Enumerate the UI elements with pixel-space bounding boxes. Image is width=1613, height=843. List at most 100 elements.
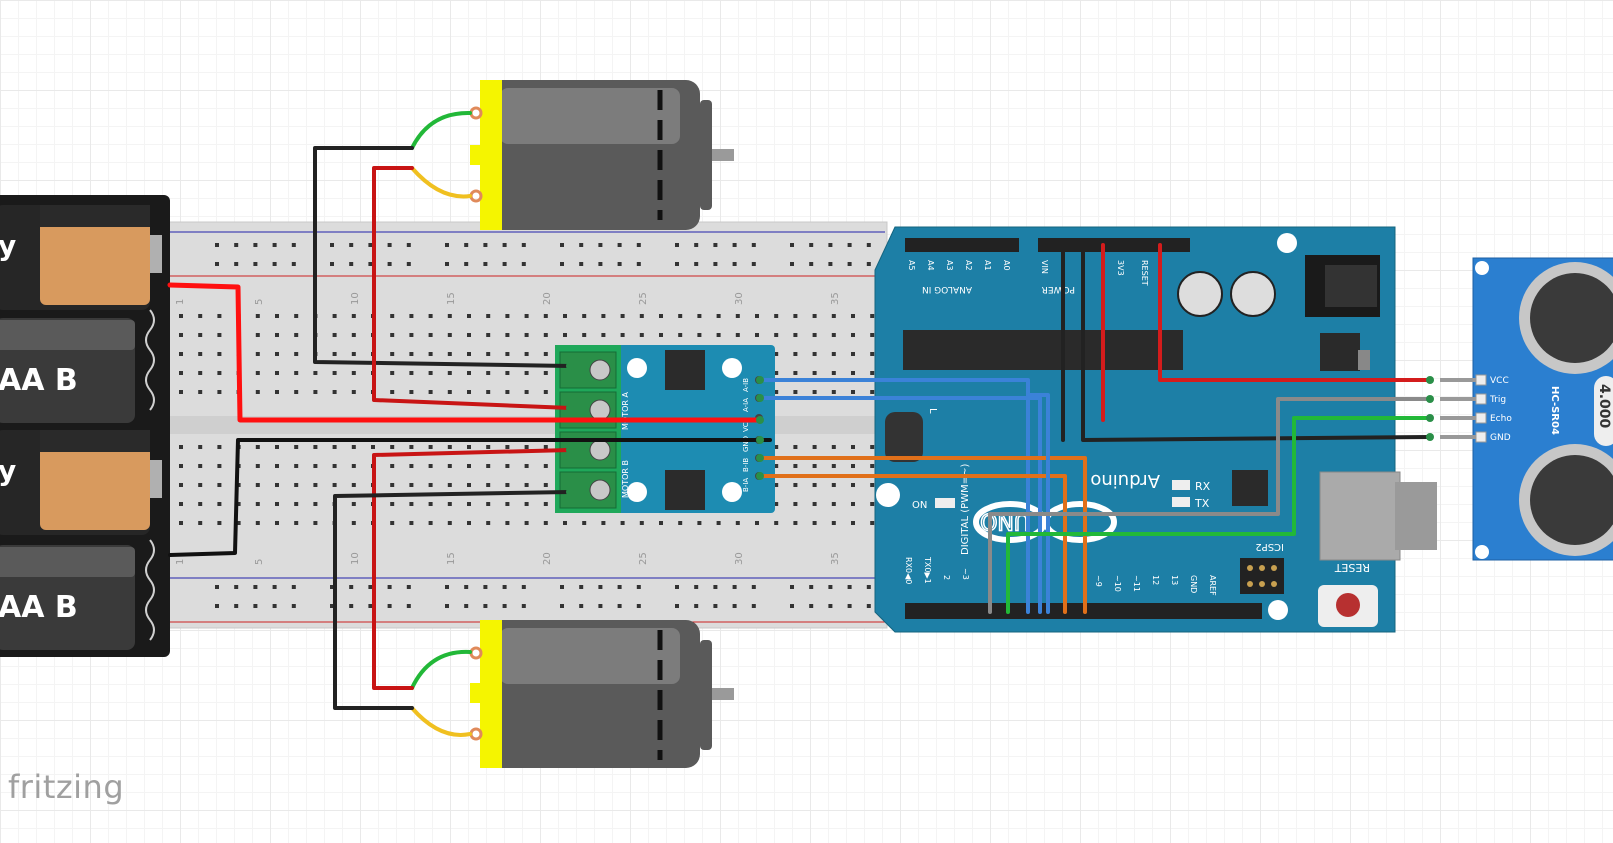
breadboard-hole[interactable] xyxy=(294,352,299,356)
breadboard-hole[interactable] xyxy=(620,314,625,318)
breadboard-hole[interactable] xyxy=(732,604,737,608)
breadboard-hole[interactable] xyxy=(678,314,683,318)
breadboard-hole[interactable] xyxy=(831,314,836,318)
breadboard-hole[interactable] xyxy=(521,585,526,589)
breadboard-hole[interactable] xyxy=(713,604,718,608)
breadboard-hole[interactable] xyxy=(713,585,718,589)
breadboard-hole[interactable] xyxy=(524,502,529,506)
breadboard-hole[interactable] xyxy=(675,604,679,608)
breadboard-hole[interactable] xyxy=(179,521,183,525)
breadboard-hole[interactable] xyxy=(351,333,356,337)
breadboard-hole[interactable] xyxy=(467,483,471,487)
breadboard-hole[interactable] xyxy=(409,371,414,375)
breadboard-hole[interactable] xyxy=(851,483,855,487)
breadboard-hole[interactable] xyxy=(617,243,622,247)
breadboard-hole[interactable] xyxy=(847,585,852,589)
breadboard-hole[interactable] xyxy=(217,483,222,487)
breadboard-hole[interactable] xyxy=(560,262,564,266)
breadboard-hole[interactable] xyxy=(467,333,471,337)
breadboard-hole[interactable] xyxy=(678,333,683,337)
breadboard-hole[interactable] xyxy=(275,502,279,506)
breadboard-hole[interactable] xyxy=(215,262,219,266)
breadboard-hole[interactable] xyxy=(330,585,334,589)
arduino-uno-board[interactable]: A5 A4 A3 A2 A1 A0 ANALOG IN VIN 3V3 RESE… xyxy=(874,226,1437,633)
breadboard-hole[interactable] xyxy=(217,390,222,394)
breadboard-hole[interactable] xyxy=(217,521,222,525)
breadboard-hole[interactable] xyxy=(275,390,279,394)
breadboard-hole[interactable] xyxy=(639,333,644,337)
breadboard-hole[interactable] xyxy=(636,243,641,247)
breadboard-hole[interactable] xyxy=(428,371,433,375)
breadboard-hole[interactable] xyxy=(636,604,641,608)
breadboard-hole[interactable] xyxy=(255,464,260,468)
breadboard-hole[interactable] xyxy=(639,314,644,318)
breadboard-hole[interactable] xyxy=(467,371,471,375)
breadboard-hole[interactable] xyxy=(428,464,433,468)
breadboard-hole[interactable] xyxy=(828,585,833,589)
breadboard-hole[interactable] xyxy=(713,262,718,266)
breadboard-hole[interactable] xyxy=(447,314,452,318)
breadboard-hole[interactable] xyxy=(713,243,718,247)
breadboard-hole[interactable] xyxy=(198,521,203,525)
breadboard-hole[interactable] xyxy=(217,333,222,337)
breadboard-hole[interactable] xyxy=(313,483,318,487)
breadboard-hole[interactable] xyxy=(675,585,679,589)
breadboard-hole[interactable] xyxy=(774,352,779,356)
breadboard-hole[interactable] xyxy=(349,262,354,266)
breadboard-hole[interactable] xyxy=(866,243,871,247)
breadboard-hole[interactable] xyxy=(198,464,203,468)
breadboard-hole[interactable] xyxy=(447,521,452,525)
breadboard-hole[interactable] xyxy=(697,333,702,337)
breadboard-hole[interactable] xyxy=(659,333,663,337)
breadboard-hole[interactable] xyxy=(636,262,641,266)
breadboard-hole[interactable] xyxy=(217,464,222,468)
breadboard-hole[interactable] xyxy=(486,371,491,375)
breadboard-hole[interactable] xyxy=(198,483,203,487)
breadboard-hole[interactable] xyxy=(428,521,433,525)
breadboard-hole[interactable] xyxy=(790,262,794,266)
breadboard-hole[interactable] xyxy=(217,502,222,506)
wire-battery-negative[interactable] xyxy=(168,438,772,557)
breadboard-hole[interactable] xyxy=(464,604,469,608)
breadboard-hole[interactable] xyxy=(505,502,510,506)
breadboard-hole[interactable] xyxy=(732,585,737,589)
breadboard-hole[interactable] xyxy=(617,262,622,266)
breadboard-hole[interactable] xyxy=(332,464,337,468)
breadboard-hole[interactable] xyxy=(751,262,756,266)
breadboard-hole[interactable] xyxy=(428,333,433,337)
breadboard-hole[interactable] xyxy=(467,502,471,506)
breadboard-hole[interactable] xyxy=(755,314,759,318)
breadboard-hole[interactable] xyxy=(524,483,529,487)
breadboard-hole[interactable] xyxy=(790,585,794,589)
breadboard-hole[interactable] xyxy=(755,333,759,337)
breadboard-hole[interactable] xyxy=(831,521,836,525)
breadboard-hole[interactable] xyxy=(659,521,663,525)
breadboard-hole[interactable] xyxy=(179,371,183,375)
breadboard-hole[interactable] xyxy=(275,483,279,487)
breadboard-hole[interactable] xyxy=(486,521,491,525)
breadboard-hole[interactable] xyxy=(675,243,679,247)
breadboard-hole[interactable] xyxy=(560,243,564,247)
breadboard-hole[interactable] xyxy=(447,464,452,468)
breadboard-hole[interactable] xyxy=(390,502,395,506)
breadboard-hole[interactable] xyxy=(483,243,488,247)
breadboard-hole[interactable] xyxy=(272,243,277,247)
breadboard-hole[interactable] xyxy=(563,314,567,318)
breadboard-hole[interactable] xyxy=(617,585,622,589)
breadboard-hole[interactable] xyxy=(447,371,452,375)
breadboard-hole[interactable] xyxy=(313,390,318,394)
breadboard-hole[interactable] xyxy=(447,333,452,337)
breadboard-hole[interactable] xyxy=(870,464,875,468)
breadboard-hole[interactable] xyxy=(847,262,852,266)
breadboard[interactable]: 1 5 10 15 20 25 30 35 1 5 10 15 20 25 30… xyxy=(164,221,888,629)
breadboard-hole[interactable] xyxy=(390,352,395,356)
breadboard-hole[interactable] xyxy=(294,314,299,318)
breadboard-hole[interactable] xyxy=(255,352,260,356)
breadboard-hole[interactable] xyxy=(809,604,814,608)
breadboard-hole[interactable] xyxy=(486,502,491,506)
breadboard-hole[interactable] xyxy=(428,352,433,356)
breadboard-hole[interactable] xyxy=(751,604,756,608)
wire-motor-top-black[interactable] xyxy=(313,146,572,368)
breadboard-hole[interactable] xyxy=(313,521,318,525)
breadboard-hole[interactable] xyxy=(563,333,567,337)
